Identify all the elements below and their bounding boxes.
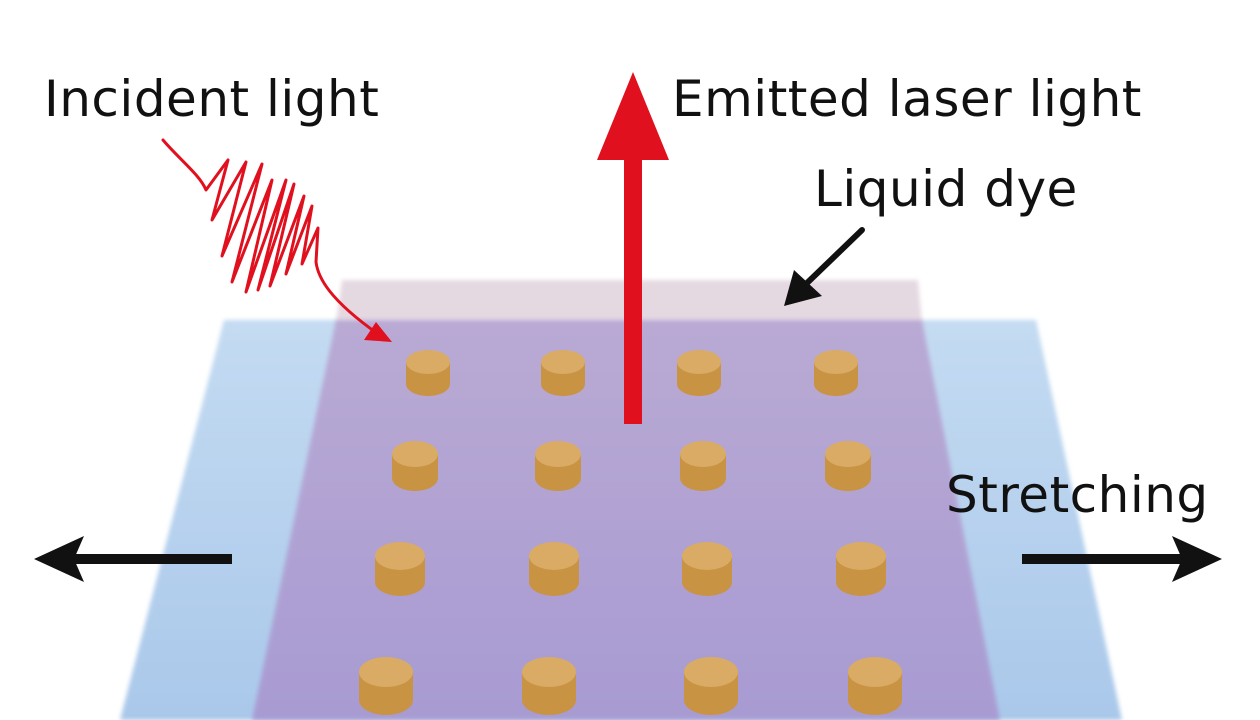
dye-pointer-arrow-icon (784, 227, 865, 306)
nanopillar (359, 657, 413, 715)
stretching-label: Stretching (946, 466, 1209, 524)
nanopillar (375, 542, 425, 596)
nanopillar (848, 657, 902, 715)
liquid-dye-label: Liquid dye (814, 160, 1078, 218)
emitted-laser-arrow-icon (597, 72, 669, 424)
nanopillar (535, 441, 581, 491)
nanopillar (825, 441, 871, 491)
liquid-dye-layer (252, 320, 1000, 720)
nanopillar (682, 542, 732, 596)
incident-light-wave-icon (161, 138, 380, 336)
nanopillar (836, 542, 886, 596)
nanopillar (814, 350, 858, 396)
nanopillar (677, 350, 721, 396)
nanopillar (406, 350, 450, 396)
emitted-laser-light-label: Emitted laser light (672, 70, 1142, 128)
incident-light-label: Incident light (44, 70, 380, 128)
nanopillar (529, 542, 579, 596)
nanopillar (684, 657, 738, 715)
nanopillar-array (359, 350, 902, 715)
nanopillar (680, 441, 726, 491)
nanopillar (522, 657, 576, 715)
stretch-right-arrow-icon (1022, 536, 1222, 582)
nanopillar (541, 350, 585, 396)
incident-light-arrowhead-icon (364, 322, 392, 342)
nanopillar (392, 441, 438, 491)
stretch-left-arrow-icon (34, 536, 232, 582)
